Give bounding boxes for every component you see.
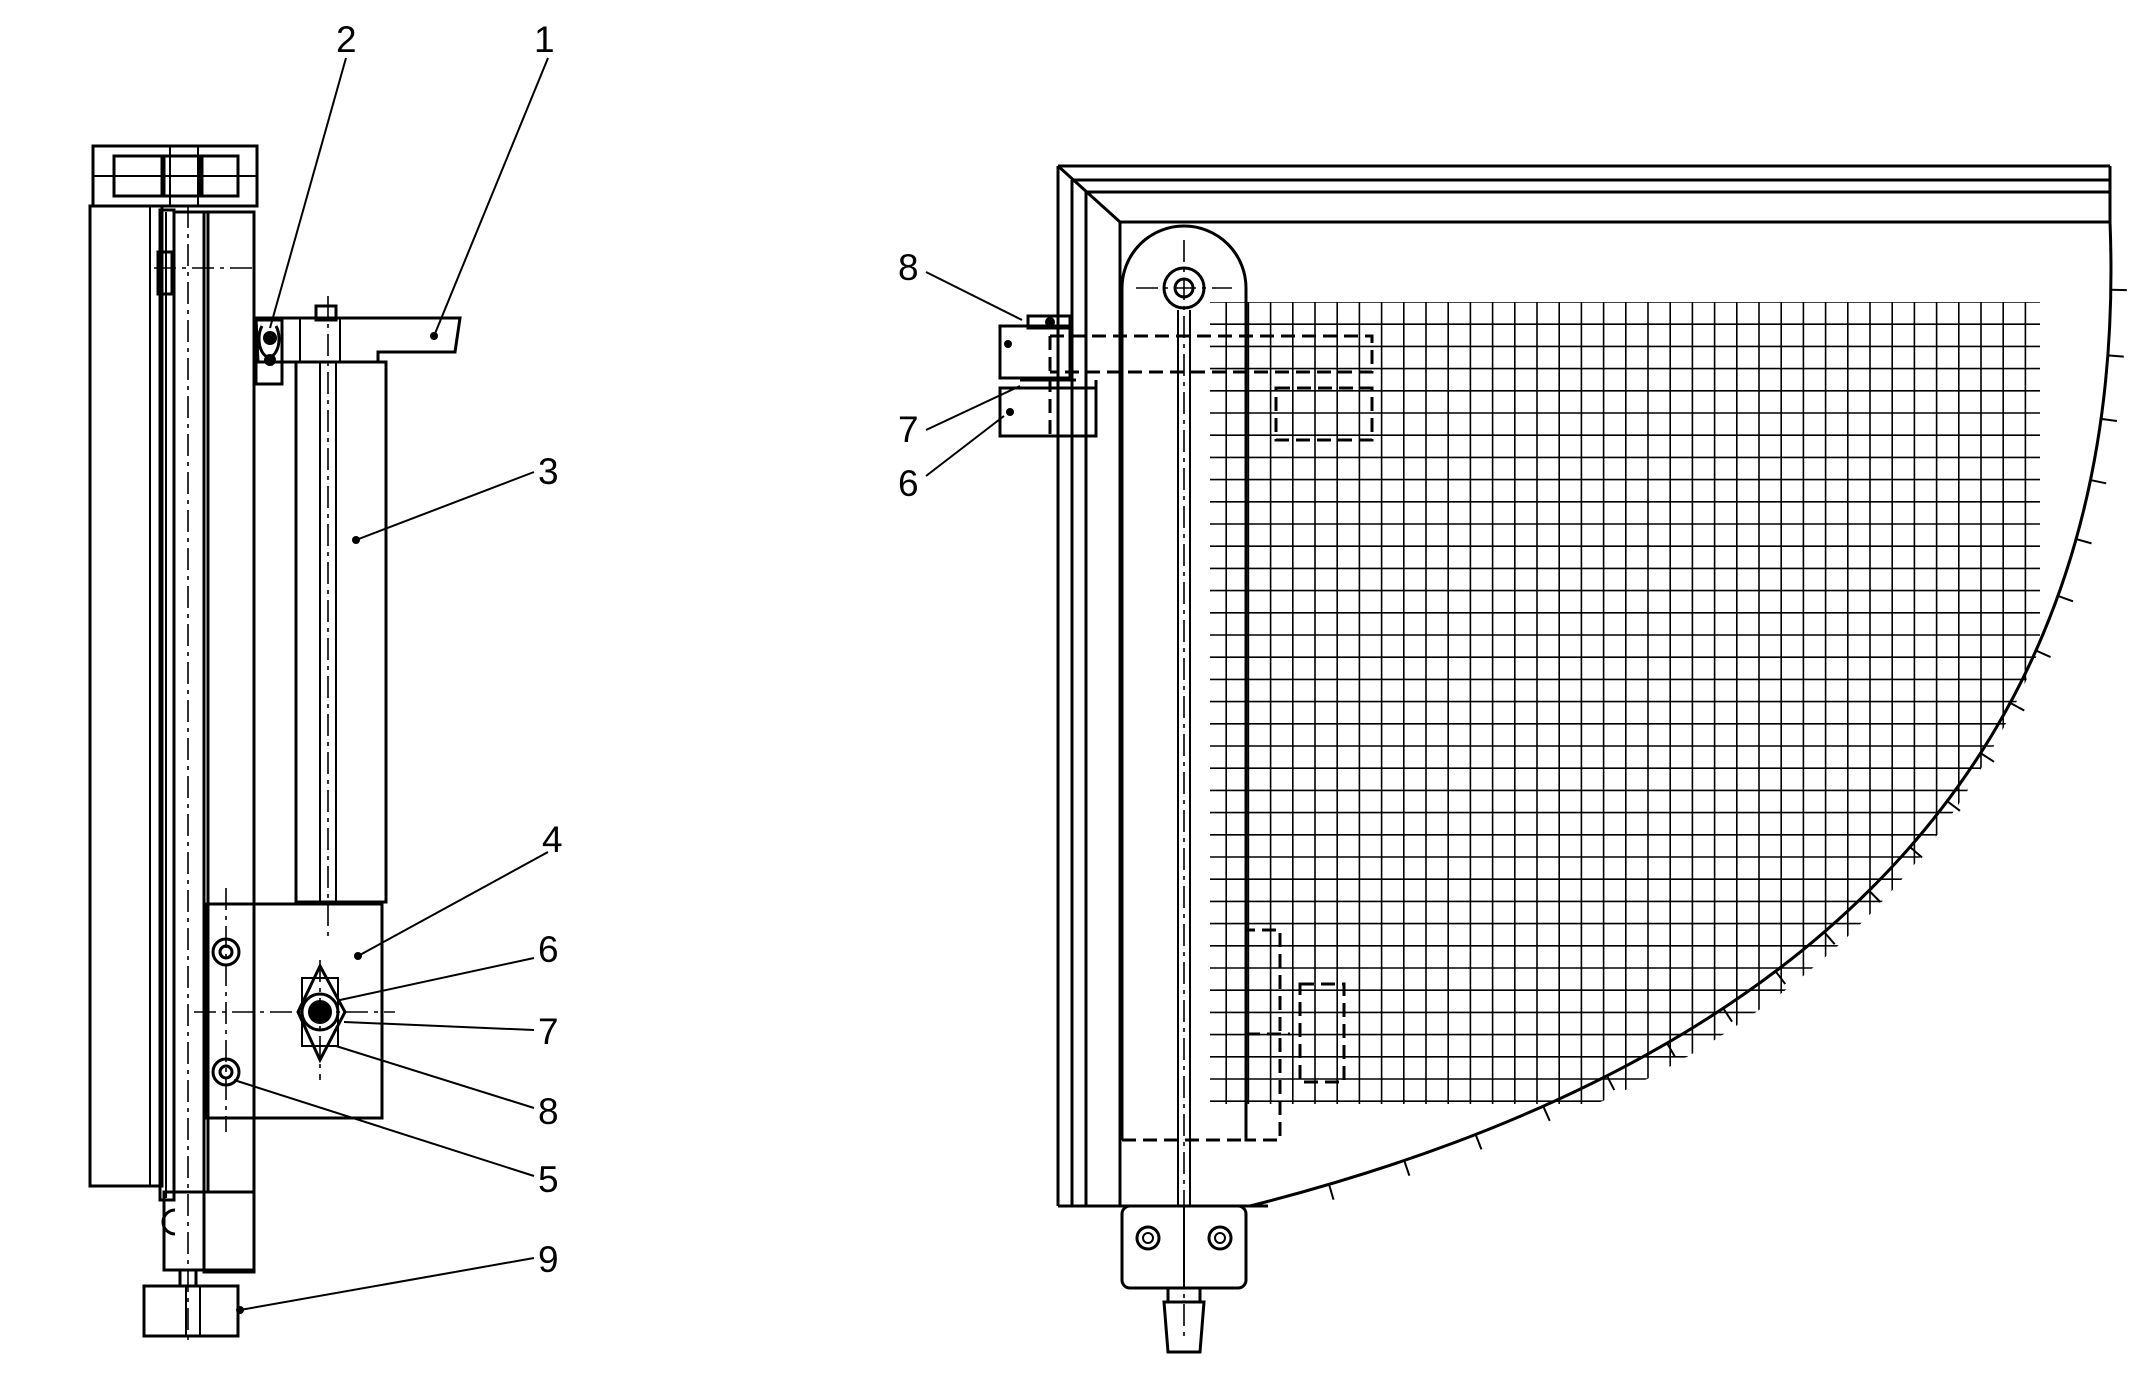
arc-tick: [2090, 479, 2107, 485]
callout-right-6: 6: [898, 463, 919, 504]
arc-tick: [1403, 1160, 1411, 1176]
arc-tick: [1666, 1042, 1676, 1058]
right-leaders: [925, 271, 1023, 477]
arc-tick: [1722, 1007, 1733, 1023]
swing-arc: [1249, 221, 2113, 1208]
corner-frame: [1056, 164, 2112, 1208]
arc-tick: [2057, 594, 2074, 603]
right-front-view: [925, 164, 2127, 1354]
arc-tick: [2035, 649, 2051, 658]
hinge-post: [1120, 224, 1248, 1340]
arc-tick: [1542, 1105, 1551, 1122]
arc-tick: [1909, 846, 1923, 859]
arc-tick: [1474, 1134, 1483, 1150]
callout-9: 9: [538, 1239, 559, 1280]
callout-8: 8: [538, 1091, 559, 1132]
callout-3: 3: [538, 451, 559, 492]
arc-tick: [1606, 1075, 1616, 1091]
callout-right-7: 7: [898, 409, 919, 450]
arc-tick: [2009, 702, 2025, 712]
callout-right-8: 8: [898, 247, 919, 288]
callout-5: 5: [538, 1159, 559, 1200]
hinge-arm-assembly: [254, 296, 462, 940]
panel-frame: [88, 204, 258, 1340]
wire-mesh: [1210, 302, 2040, 1104]
left-leaders: [233, 57, 549, 1314]
mounting-plate: [194, 888, 395, 1132]
arc-tick: [2075, 538, 2092, 545]
top-profile: [91, 144, 259, 208]
callout-4: 4: [542, 819, 563, 860]
callout-labels: 1 2 3 4 5 6 7 8 9 8 7 6: [336, 19, 919, 1280]
callout-7: 7: [538, 1011, 559, 1052]
vertical-rail: [294, 360, 388, 904]
arc-tick: [2107, 354, 2124, 358]
arc-tick: [1980, 752, 1995, 763]
arc-tick: [1774, 970, 1787, 985]
left-side-view: [88, 57, 549, 1340]
bottom-hinge: [1120, 1204, 1248, 1354]
arc-tick: [1328, 1184, 1335, 1200]
arc-tick: [1868, 889, 1881, 903]
callout-1: 1: [534, 19, 555, 60]
callout-2: 2: [336, 19, 357, 60]
adjustable-foot: [142, 1268, 240, 1338]
callout-6: 6: [538, 929, 559, 970]
arc-tick: [1823, 931, 1836, 945]
arc-ticks: [1328, 288, 2127, 1200]
arc-tick: [2100, 417, 2118, 423]
arc-tick: [1946, 800, 1961, 812]
catch-assembly: [998, 314, 1098, 438]
